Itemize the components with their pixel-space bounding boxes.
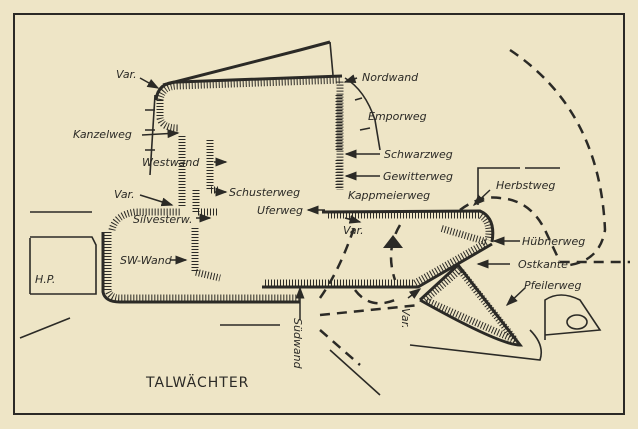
map-title: TALWÄCHTER [145, 373, 249, 391]
label-kappmeierweg: Kappmeierweg [348, 189, 430, 202]
rock-outlines [19, 40, 602, 396]
label-gewitterweg: Gewitterweg [383, 170, 453, 183]
route-labels: Var. Nordwand Emporweg Kanzelweg Westwan… [35, 68, 585, 391]
label-herbstweg: Herbstweg [496, 179, 555, 192]
label-silvesterw: Silvesterw. [133, 213, 193, 226]
label-schwarzweg: Schwarzweg [384, 148, 453, 161]
summit-triangle-icon [383, 235, 403, 248]
label-pfeilerweg: Pfeilerweg [524, 279, 581, 292]
label-schusterweg: Schusterweg [229, 186, 300, 199]
label-emporweg: Emporweg [368, 110, 427, 123]
label-kanzelweg: Kanzelweg [73, 128, 132, 141]
label-hp: H.P. [35, 273, 55, 286]
route-arrows [139, 74, 526, 320]
label-nordwand: Nordwand [362, 71, 419, 84]
label-suedwand: Südwand [291, 318, 304, 370]
label-westwand: Westwand [142, 156, 200, 169]
label-var-top: Var. [116, 68, 137, 81]
map-border [13, 13, 625, 415]
label-ostkante: Ostkante [518, 258, 568, 271]
label-var-bottom: Var. [399, 308, 412, 329]
label-sw-wand: SW-Wand [120, 254, 173, 267]
label-huebnerweg: Hübnerweg [522, 235, 585, 248]
label-uferweg: Uferweg [257, 204, 303, 217]
label-var-left: Var. [114, 188, 135, 201]
approach-paths [318, 48, 630, 366]
label-var-mid: Var. [343, 224, 364, 237]
